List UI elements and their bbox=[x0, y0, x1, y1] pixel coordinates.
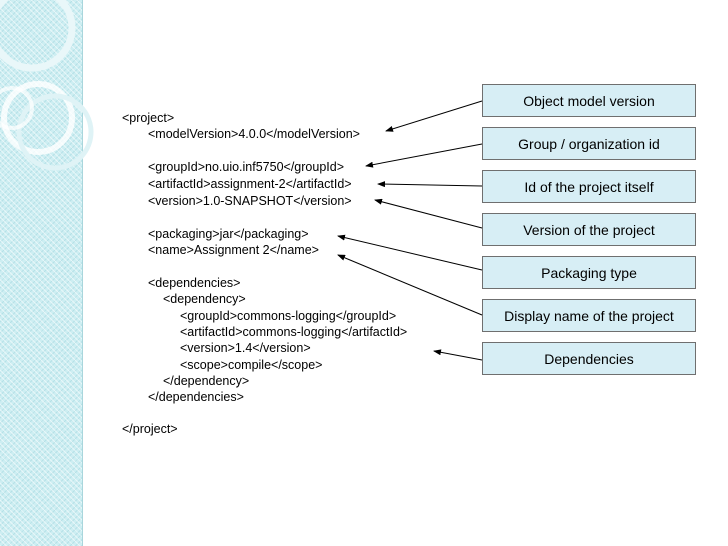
code-line: <packaging>jar</packaging> bbox=[148, 227, 309, 241]
code-line: <project> bbox=[122, 111, 175, 125]
code-line: </dependency> bbox=[163, 374, 250, 388]
callout-object-model-version: Object model version bbox=[482, 84, 696, 117]
callout-display-name: Display name of the project bbox=[482, 299, 696, 332]
code-line: <dependencies> bbox=[148, 276, 241, 290]
callout-dependencies: Dependencies bbox=[482, 342, 696, 375]
code-line: <version>1.4</version> bbox=[180, 341, 311, 355]
decorative-circles bbox=[0, 0, 94, 171]
code-line: <version>1.0-SNAPSHOT</version> bbox=[148, 194, 352, 208]
code-line: <dependency> bbox=[163, 292, 246, 306]
code-line: <scope>compile</scope> bbox=[180, 358, 323, 372]
code-line: </project> bbox=[122, 422, 178, 436]
code-line: <modelVersion>4.0.0</modelVersion> bbox=[148, 127, 360, 141]
code-line: <groupId>commons-logging</groupId> bbox=[180, 309, 397, 323]
callout-artifact-id: Id of the project itself bbox=[482, 170, 696, 203]
callout-version: Version of the project bbox=[482, 213, 696, 246]
code-line: </dependencies> bbox=[148, 390, 244, 404]
callout-group-id: Group / organization id bbox=[482, 127, 696, 160]
code-line: <name>Assignment 2</name> bbox=[148, 243, 319, 257]
code-line: <artifactId>commons-logging</artifactId> bbox=[180, 325, 408, 339]
side-divider bbox=[82, 0, 83, 546]
callout-packaging-type: Packaging type bbox=[482, 256, 696, 289]
code-line: <artifactId>assignment-2</artifactId> bbox=[148, 177, 352, 191]
code-line: <groupId>no.uio.inf5750</groupId> bbox=[148, 160, 345, 174]
